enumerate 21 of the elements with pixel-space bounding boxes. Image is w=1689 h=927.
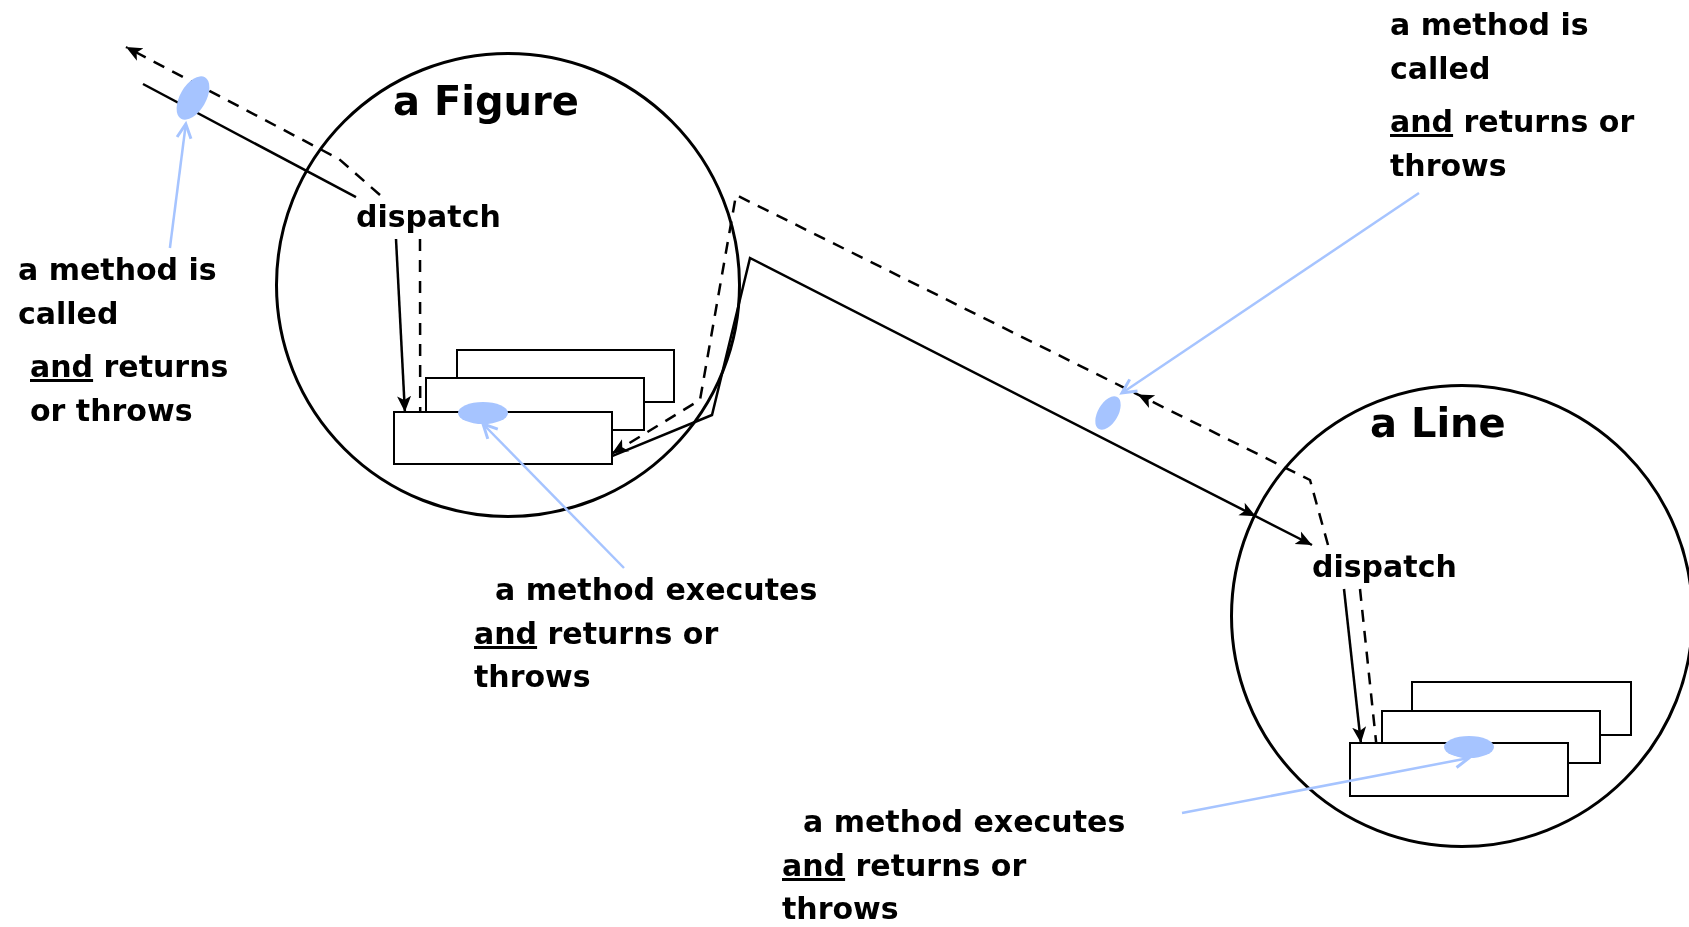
object-title: a Line <box>1370 399 1506 448</box>
annotation-text: and returns or throws <box>30 348 230 430</box>
dashed-line <box>1358 588 1378 744</box>
leader-arrow <box>168 122 193 249</box>
arrow <box>611 256 1313 547</box>
dispatch-label: dispatch <box>356 198 501 236</box>
leader-arrow <box>481 422 625 569</box>
dashed-arrow <box>125 45 381 196</box>
annotation-text: and returns or throws <box>782 846 1028 927</box>
connector-line <box>142 82 357 199</box>
arrow <box>394 238 412 413</box>
dashed-arrow <box>611 193 1330 546</box>
object-title: a Figure <box>393 77 579 126</box>
annotation-text: a method executes <box>495 571 818 609</box>
dashed-line <box>418 239 422 412</box>
annotation-text: a method executes <box>803 803 1126 841</box>
annotation-text: and returns or throws <box>474 614 720 696</box>
dispatch-label: dispatch <box>1312 548 1457 586</box>
leader-arrow <box>1120 191 1420 395</box>
arrow <box>1342 588 1367 744</box>
annotation-text: and returns or throws <box>1390 103 1636 185</box>
